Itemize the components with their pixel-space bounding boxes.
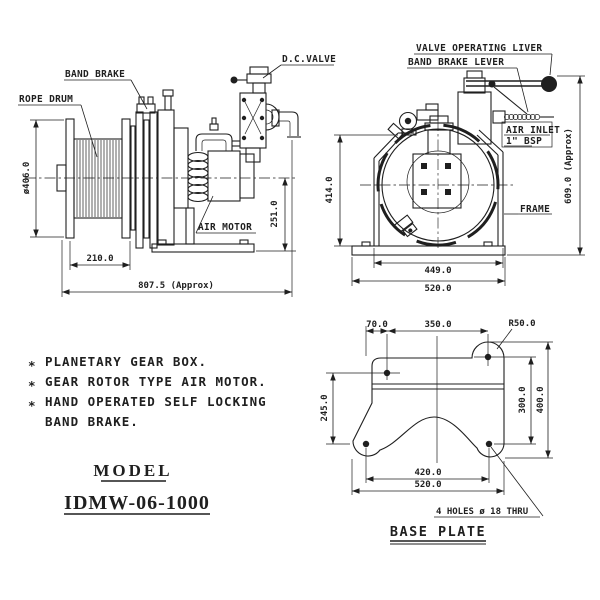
air-inlet-label-line1: AIR INLET [506,125,560,136]
note-bullet: * [28,398,37,413]
band-brake-assembly [130,96,158,249]
dim-drum-length: 210.0 [86,254,113,264]
dim-overall-height: 609.0 (Approx) [564,128,574,204]
base-plate-outline [352,341,505,458]
dim-bottom-hole-span: 420.0 [414,468,441,478]
end-view-base [351,241,506,256]
dc-valve-assembly [230,66,301,163]
top-cluster [387,70,557,155]
end-view-labels: VALVE OPERATING LIVER BAND BRAKE LEVER A… [407,43,560,215]
notes: * PLANETARY GEAR BOX. * GEAR ROTOR TYPE … [28,354,267,429]
dim-corner-radius: R50.0 [508,319,535,329]
lever-pivot [488,80,496,88]
model-heading: MODEL [93,461,172,480]
side-view-base [151,239,255,253]
mounting-holes [362,353,493,448]
base-plate-extension-lines [326,326,553,495]
lever-knob [541,76,557,92]
end-view: 414.0 609.0 (Approx) 449.0 520.0 VALVE O… [325,43,585,294]
holes-note: 4 HOLES ø 18 THRU [436,507,528,517]
dim-right-hole-span: 300.0 [518,386,528,413]
brake-clamp [393,214,418,238]
air-inlet-label-line2: 1" BSP [506,136,542,147]
dim-drum-diameter: ø406.0 [22,162,32,195]
dim-overall-depth: 400.0 [536,386,546,413]
base-plate-view: 70.0 350.0 R50.0 245.0 300.0 400.0 420.0… [320,319,553,545]
end-view-dimensions: 414.0 609.0 (Approx) 449.0 520.0 [325,75,585,294]
band-brake-band [376,123,500,247]
dim-motor-center-height: 251.0 [270,200,280,227]
note-bullet: * [28,378,37,393]
side-view: ø406.0 210.0 807.5 (Approx) 251.0 ROPE D… [18,54,336,297]
base-plate-dimensions: 70.0 350.0 R50.0 245.0 300.0 400.0 420.0… [320,319,551,518]
side-view-labels: ROPE DRUM BAND BRAKE D.C.VALVE AIR MOTOR [18,54,336,234]
base-plate-title-block: BASE PLATE [390,524,486,545]
dc-valve-label: D.C.VALVE [282,54,336,65]
frame [373,129,504,246]
note-text: PLANETARY GEAR BOX. [45,354,207,369]
note-text: HAND OPERATED SELF LOCKING [45,394,267,409]
side-view-dimensions: ø406.0 210.0 807.5 (Approx) 251.0 [22,119,296,297]
band-brake-lever-label: BAND BRAKE LEVER [408,57,504,68]
note-text: BAND BRAKE. [45,414,139,429]
drum-end [376,123,500,247]
note-text: GEAR ROTOR TYPE AIR MOTOR. [45,374,267,389]
air-motor-label: AIR MOTOR [198,222,252,233]
dim-frame-height: 414.0 [325,176,335,203]
dim-overall-width: 520.0 [414,480,441,490]
rope-drum [56,118,131,239]
model-block: MODEL IDMW-06-1000 [64,461,210,515]
valve-operating-liver-label: VALVE OPERATING LIVER [416,43,542,54]
base-plate-title: BASE PLATE [390,524,486,540]
band-brake-label: BAND BRAKE [65,69,125,80]
model-number: IDMW-06-1000 [64,492,210,514]
dim-left-hole-offset: 245.0 [320,394,330,421]
dim-top-hole-span: 350.0 [424,320,451,330]
dim-base-width: 520.0 [424,284,451,294]
dim-frame-width: 449.0 [424,266,451,276]
note-bullet: * [28,358,37,373]
frame-label: FRAME [520,204,550,215]
gearbox-face [412,153,462,209]
dim-overall-length: 807.5 (Approx) [138,281,214,291]
dim-edge-to-hole: 70.0 [366,320,388,330]
rope-drum-label: ROPE DRUM [19,94,73,105]
